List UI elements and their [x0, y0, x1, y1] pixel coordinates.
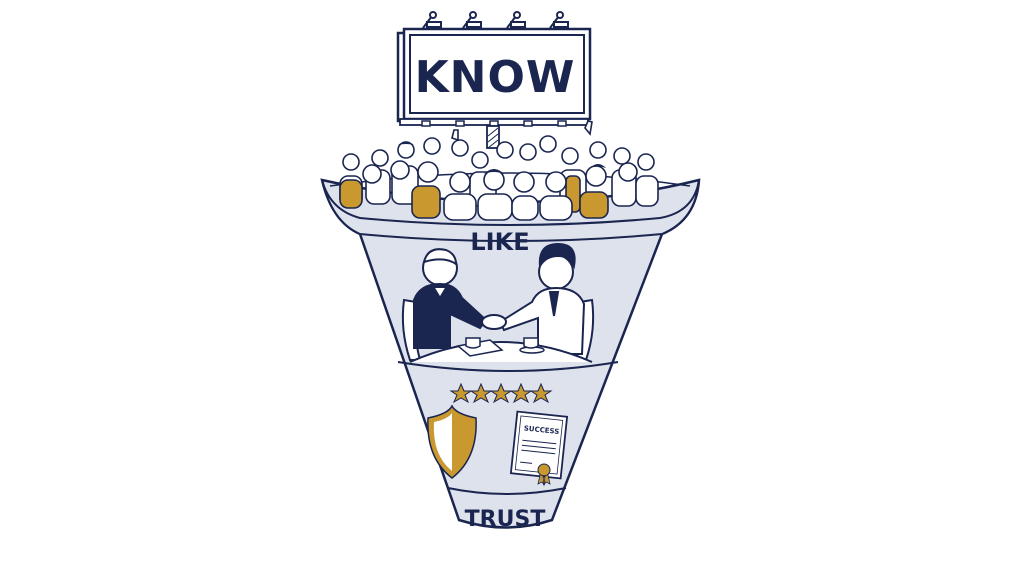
funnel-bottom-rim — [447, 487, 567, 495]
stage-label-know: KNOW — [415, 52, 576, 103]
stage-label-like: LIKE — [470, 228, 529, 256]
success-certificate: SUCCESS — [509, 410, 569, 487]
handshake-scene — [401, 242, 595, 363]
funnel-divider — [397, 361, 619, 372]
five-star-rating — [449, 382, 553, 404]
billboard: KNOW — [396, 11, 592, 149]
shield-icon — [427, 404, 477, 479]
funnel-rim — [321, 179, 700, 242]
billboard-lamps — [422, 11, 569, 29]
certificate-text: SUCCESS — [523, 424, 559, 436]
crowd-of-people — [339, 120, 659, 221]
stage-label-trust: TRUST — [465, 507, 546, 532]
